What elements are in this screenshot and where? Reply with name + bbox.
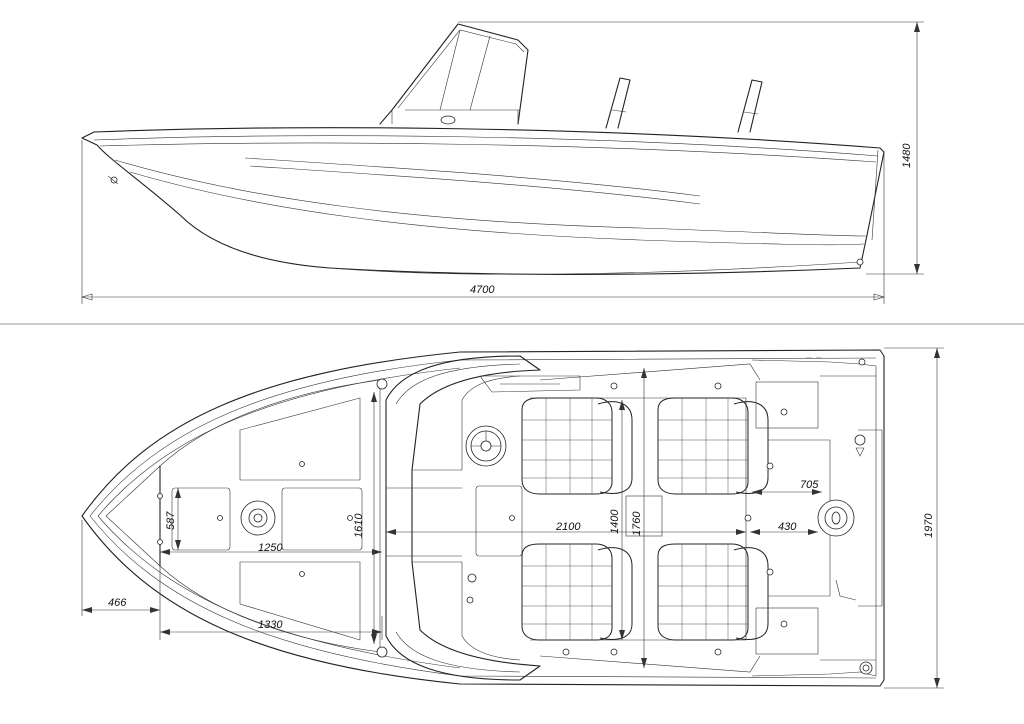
forward-hatch-length-label: 1250	[258, 542, 283, 554]
seat-spacing-outer-label: 1760	[631, 511, 643, 536]
windshield	[379, 23, 529, 125]
console	[385, 355, 581, 681]
seats	[521, 397, 769, 641]
hull-outline	[81, 127, 885, 275]
floor-fittings	[466, 382, 788, 656]
hull-plan-outline	[81, 349, 885, 687]
beam-label: 1970	[923, 513, 935, 538]
dimension-aft-locker: 705	[752, 479, 822, 495]
dimension-length: 4700	[80, 140, 886, 304]
seat-rear-starboard	[657, 543, 769, 641]
length-label: 4700	[470, 284, 495, 296]
dimension-seat-spacing-inner: 1400	[609, 400, 625, 640]
seat-front-starboard	[657, 397, 769, 495]
dimension-beam: 1970	[884, 347, 944, 689]
dimension-cockpit-length: 2100	[386, 521, 746, 535]
dimension-bow-offset: 466	[81, 520, 161, 616]
dimension-seat-spacing-outer: 1760	[631, 368, 647, 668]
dimension-forward-hatch-width: 587	[165, 488, 181, 550]
side-view: 4700 1480	[80, 21, 924, 304]
dimension-height: 1480	[458, 21, 924, 275]
aft-locker-label: 705	[800, 479, 819, 491]
seat-spacing-inner-label: 1400	[609, 509, 621, 534]
height-label: 1480	[901, 143, 913, 168]
forward-cockpit-width-label: 1610	[353, 513, 365, 538]
seat-front-port	[521, 397, 633, 495]
dimension-aft-well: 430	[750, 521, 818, 535]
forward-deck-hatches	[157, 378, 388, 658]
bow-offset-label: 466	[108, 597, 127, 609]
steering-wheel-icon	[465, 425, 507, 467]
cockpit-length-label: 2100	[555, 521, 581, 533]
dimension-forward-deck: 1330	[159, 616, 383, 640]
seat-rear-port	[521, 543, 633, 641]
dimension-forward-cockpit-width: 1610	[353, 392, 377, 644]
aft-section	[751, 357, 883, 677]
top-view: 1970 466 1330 1250	[81, 347, 944, 689]
dimension-forward-hatch-length: 1250	[160, 542, 382, 555]
rail-posts	[605, 77, 763, 133]
forward-hatch-width-label: 587	[165, 511, 177, 530]
aft-well-label: 430	[778, 521, 797, 533]
forward-deck-label: 1330	[258, 619, 283, 631]
